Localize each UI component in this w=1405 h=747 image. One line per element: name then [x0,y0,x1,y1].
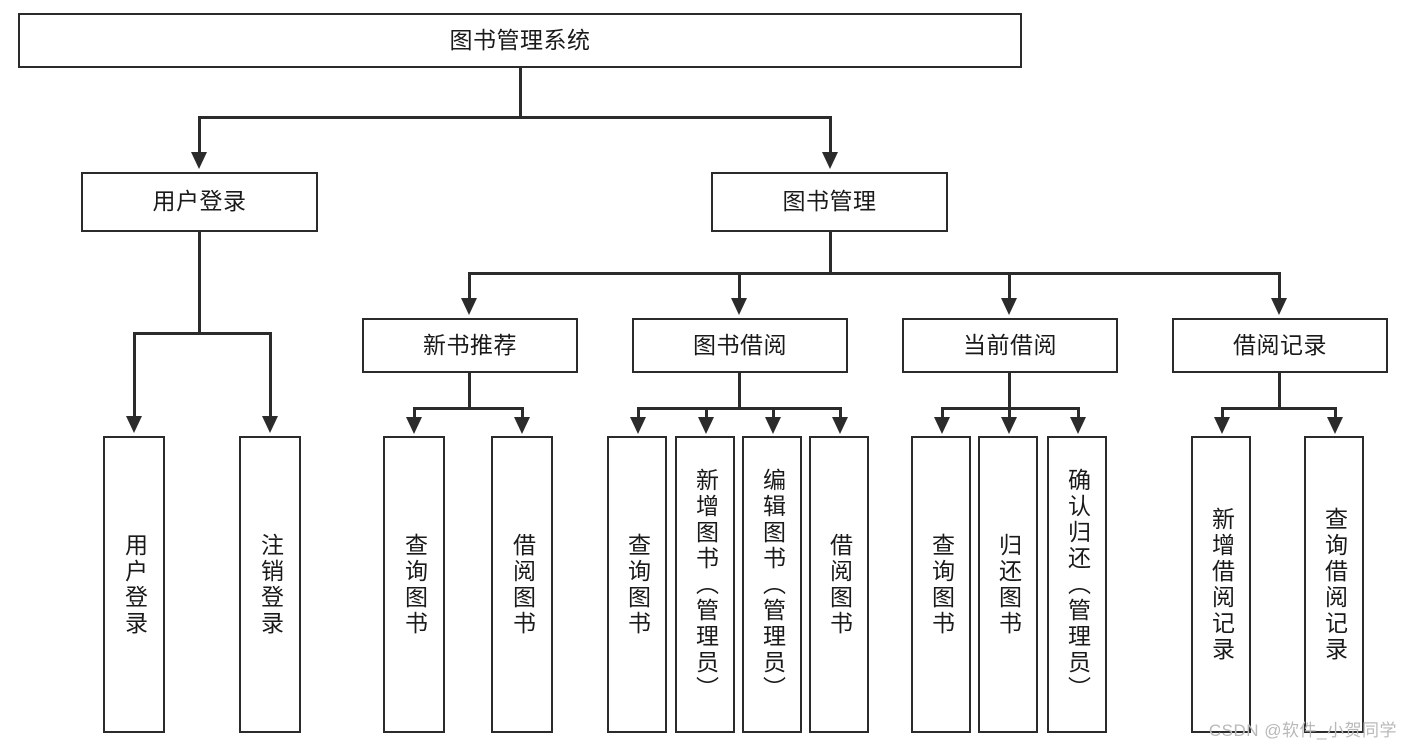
node-label: 查询借阅记录 [1321,506,1348,663]
node-label: 确认归还（管理员） [1064,467,1091,702]
leaf-user-login-logout[interactable]: 注销登录 [239,436,301,733]
arrow-book-borrow-to-leaf-3 [765,417,781,434]
edge-borrow-record-bus [1221,407,1336,410]
arrow-book-borrow-to-leaf-2 [698,417,714,434]
arrow-current-borrow-to-leaf-2 [1001,417,1017,434]
leaf-new-book-query[interactable]: 查询图书 [383,436,445,733]
arrow-book-mgmt-to-current [1001,298,1017,315]
edge-user-login-bus [133,332,271,335]
edge-book-borrow-to-leaf-1 [637,407,640,419]
edge-current-borrow-to-leaf-3 [1077,407,1080,419]
arrow-book-mgmt-to-record [1271,298,1287,315]
arrow-current-borrow-to-leaf-3 [1070,417,1086,434]
edge-borrow-record-to-leaf-1 [1221,407,1224,419]
leaf-current-borrow-confirm[interactable]: 确认归还（管理员） [1047,436,1107,733]
arrow-new-book-to-leaf-2 [514,417,530,434]
arrow-book-mgmt-to-borrow [731,298,747,315]
edge-new-book-bus [413,407,523,410]
node-current-borrow[interactable]: 当前借阅 [902,318,1118,373]
node-label: 图书管理 [782,188,877,215]
node-label: 注销登录 [257,532,284,637]
edge-user-login-stem [198,232,201,334]
node-root-system[interactable]: 图书管理系统 [18,13,1022,68]
arrow-borrow-record-to-leaf-2 [1327,417,1343,434]
node-label: 查询图书 [401,532,428,637]
edge-book-borrow-bus [637,407,841,410]
edge-root-bus [198,116,832,119]
leaf-borrow-record-add[interactable]: 新增借阅记录 [1191,436,1251,733]
edge-user-login-to-leaf-1 [133,332,136,418]
edge-book-mgmt-stem [829,232,832,274]
node-label: 图书借阅 [693,331,787,358]
edge-root-to-book-mgmt [829,116,832,154]
edge-new-book-stem [468,373,471,409]
leaf-book-borrow-borrow[interactable]: 借阅图书 [809,436,869,733]
edge-new-book-to-leaf-1 [413,407,416,419]
node-label: 借阅图书 [509,532,536,637]
edge-book-borrow-stem [738,373,741,409]
leaf-book-borrow-add[interactable]: 新增图书（管理员） [675,436,735,733]
edge-book-borrow-to-leaf-3 [772,407,775,419]
node-book-borrow[interactable]: 图书借阅 [632,318,848,373]
edge-book-mgmt-to-current [1008,272,1011,300]
edge-book-borrow-to-leaf-4 [839,407,842,419]
node-label: 用户登录 [152,188,247,215]
arrow-user-login-to-leaf-1 [126,416,142,433]
edge-book-mgmt-to-borrow [738,272,741,300]
edge-current-borrow-to-leaf-2 [1008,407,1011,419]
edge-borrow-record-stem [1278,373,1281,409]
edge-book-mgmt-to-new-book [468,272,471,300]
arrow-book-mgmt-to-new-book [461,298,477,315]
node-label: 新增借阅记录 [1208,506,1235,663]
edge-user-login-to-leaf-2 [269,332,272,418]
arrow-root-to-user-login [191,152,207,169]
arrow-current-borrow-to-leaf-1 [934,417,950,434]
arrow-borrow-record-to-leaf-1 [1214,417,1230,434]
leaf-current-borrow-query[interactable]: 查询图书 [911,436,971,733]
node-label: 用户登录 [121,532,148,637]
leaf-borrow-record-query[interactable]: 查询借阅记录 [1304,436,1364,733]
node-label: 归还图书 [995,532,1022,637]
edge-new-book-to-leaf-2 [521,407,524,419]
edge-root-to-user-login [198,116,201,154]
leaf-current-borrow-return[interactable]: 归还图书 [978,436,1038,733]
edge-current-borrow-to-leaf-1 [941,407,944,419]
leaf-new-book-borrow[interactable]: 借阅图书 [491,436,553,733]
node-label: 新书推荐 [423,331,517,358]
node-label: 借阅记录 [1233,331,1327,358]
node-label: 编辑图书（管理员） [759,467,786,702]
edge-current-borrow-stem [1008,373,1011,409]
node-label: 新增图书（管理员） [692,467,719,702]
node-book-management[interactable]: 图书管理 [711,172,948,232]
leaf-book-borrow-query[interactable]: 查询图书 [607,436,667,733]
arrow-book-borrow-to-leaf-4 [832,417,848,434]
node-label: 借阅图书 [826,532,853,637]
edge-borrow-record-to-leaf-2 [1334,407,1337,419]
arrow-user-login-to-leaf-2 [262,416,278,433]
arrow-new-book-to-leaf-1 [406,417,422,434]
leaf-user-login-login[interactable]: 用户登录 [103,436,165,733]
arrow-root-to-book-mgmt [822,152,838,169]
node-label: 图书管理系统 [449,26,591,53]
arrow-book-borrow-to-leaf-1 [630,417,646,434]
edge-book-borrow-to-leaf-2 [705,407,708,419]
node-label: 查询图书 [624,532,651,637]
edge-book-mgmt-to-record [1278,272,1281,300]
node-label: 当前借阅 [963,331,1057,358]
node-label: 查询图书 [928,532,955,637]
leaf-book-borrow-edit[interactable]: 编辑图书（管理员） [742,436,802,733]
edge-book-mgmt-bus [468,272,1280,275]
edge-root-stem [519,68,522,118]
node-new-book-recommend[interactable]: 新书推荐 [362,318,578,373]
node-user-login[interactable]: 用户登录 [81,172,318,232]
node-borrow-record[interactable]: 借阅记录 [1172,318,1388,373]
